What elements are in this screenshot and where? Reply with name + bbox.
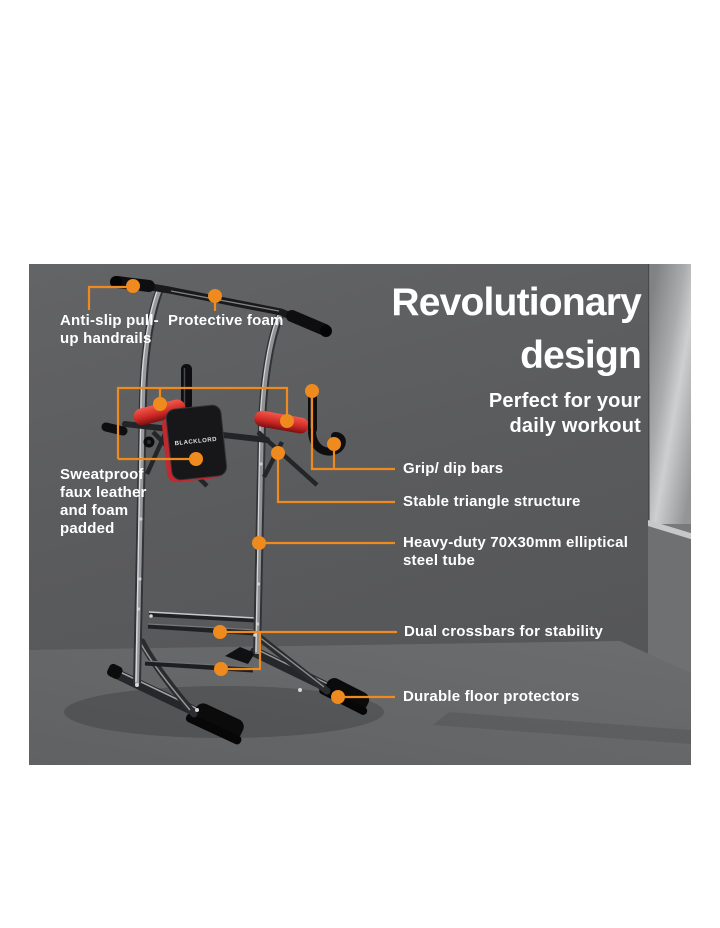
label-line: Protective foam [168, 312, 284, 329]
label-line: padded [60, 520, 115, 537]
callout-label-crossbars: Dual crossbars for stability [404, 623, 603, 641]
label-line: Heavy-duty 70X30mm elliptical [403, 534, 629, 551]
label-line: Sweatproof [60, 466, 144, 483]
callout-label-handrails: Anti-slip pull- up handrails [60, 312, 159, 348]
callout-label-triangle: Stable triangle structure [403, 493, 581, 511]
left-mini-grip [101, 422, 128, 436]
backrest-pad: BLACKLORD [162, 404, 228, 483]
curved-braces [138, 634, 331, 718]
label-line: Dual crossbars for stability [404, 623, 603, 640]
callout-label-grip: Grip/ dip bars [403, 460, 503, 478]
label-line: faux leather [60, 484, 147, 501]
callout-label-padding: Sweatproof faux leather and foam padded [60, 466, 147, 538]
label-line: Grip/ dip bars [403, 460, 504, 477]
armrest-pad-left [133, 399, 186, 426]
hero-title-line2: design [520, 334, 642, 377]
power-tower-illustration: BLACKLORD [64, 276, 397, 745]
hero-title-line1: Revolutionary [391, 281, 641, 324]
crossbars [144, 611, 257, 673]
callout-connectors [87, 285, 397, 699]
label-line: Stable triangle structure [403, 493, 581, 510]
base-bracket [225, 647, 255, 664]
callout-dots [126, 279, 345, 704]
label-line: Anti-slip pull- [60, 312, 159, 329]
upright-posts [133, 287, 285, 685]
foam-handle-right [286, 310, 331, 336]
product-photo: BLACKLORD [29, 264, 691, 765]
callout-label-tube: Heavy-duty 70X30mm elliptical steel tube [403, 534, 628, 570]
adjustment-holes [137, 457, 263, 626]
label-line: Durable floor protectors [403, 688, 580, 705]
brand-logo: BLACKLORD [174, 437, 217, 447]
window-light [650, 264, 691, 524]
machine-shadow [64, 686, 384, 738]
floor-protector-left [185, 703, 244, 745]
machine: BLACKLORD [64, 276, 384, 745]
hero-subtitle-line1: Perfect for your [488, 390, 641, 412]
hero-subtitle-line2: daily workout [509, 415, 641, 437]
label-line: and foam [60, 502, 129, 519]
hero-title: Revolutionary design [391, 276, 641, 382]
callout-label-floor: Durable floor protectors [403, 688, 580, 706]
label-line: steel tube [403, 552, 476, 569]
callout-label-foam: Protective foam [168, 312, 284, 330]
label-line: up handrails [60, 330, 152, 347]
hero-text: Revolutionary design Perfect for your da… [391, 276, 641, 439]
hero-subtitle: Perfect for your daily workout [391, 389, 641, 439]
